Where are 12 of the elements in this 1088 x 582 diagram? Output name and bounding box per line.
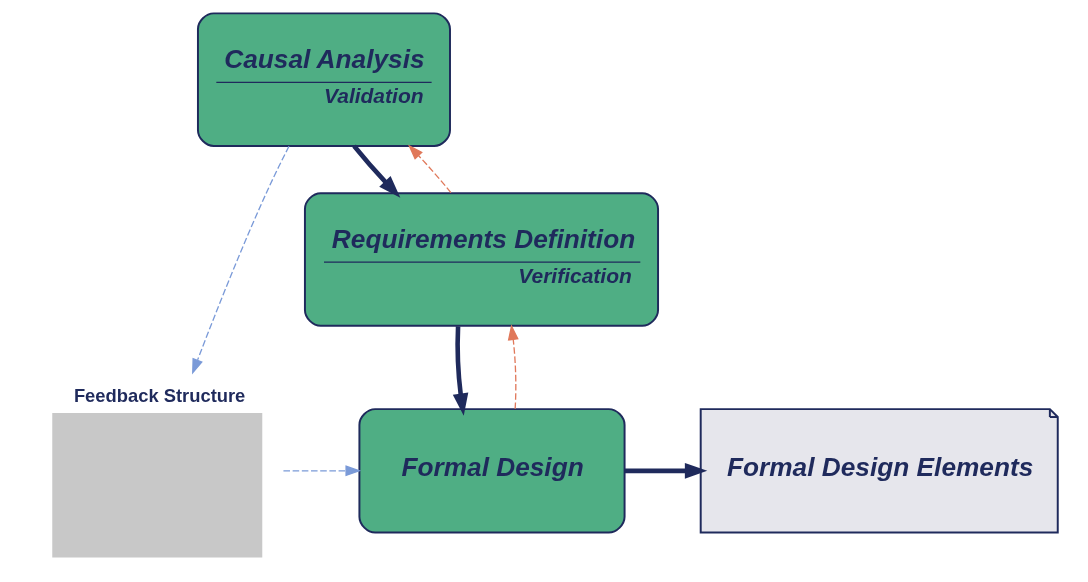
arrow	[507, 324, 519, 410]
node-box: Requirements Definition Verification	[303, 192, 659, 327]
node-box: Formal Design	[357, 408, 626, 534]
arrow	[191, 145, 290, 375]
node-box: Causal Analysis Validation	[196, 12, 451, 147]
arrow	[624, 463, 707, 479]
node-box	[51, 413, 262, 558]
arrow	[282, 465, 361, 477]
arrow	[351, 144, 400, 198]
arrow	[407, 144, 452, 194]
node-label: Feedback Structure	[73, 384, 245, 406]
arrow	[452, 326, 468, 416]
